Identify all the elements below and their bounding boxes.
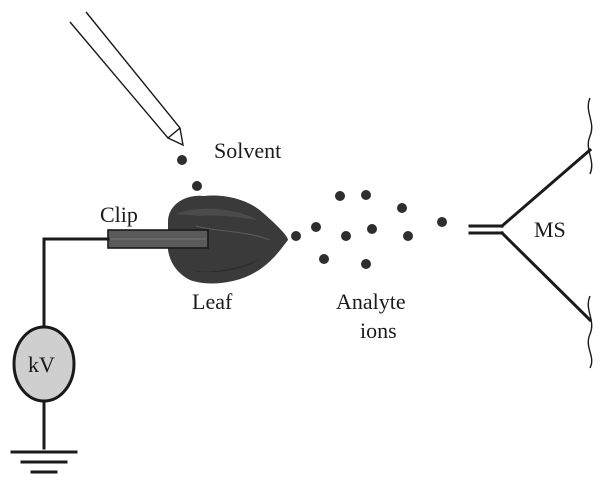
- solvent-pipette: [69, 11, 184, 147]
- solvent-droplet: [192, 181, 202, 191]
- analyte-ion: [397, 203, 407, 213]
- leaf-label: Leaf: [192, 289, 233, 314]
- analyte-ion: [437, 217, 447, 227]
- analyte-ion: [335, 191, 345, 201]
- voltage-label: kV: [28, 352, 55, 377]
- circuit-wire: [42, 237, 110, 450]
- clip: [107, 229, 209, 249]
- ms-label: MS: [534, 217, 566, 242]
- leaf-shape: [167, 195, 288, 284]
- voltage-source: [12, 325, 76, 403]
- analyte-ion: [367, 224, 377, 234]
- analyte-ion: [403, 231, 413, 241]
- analyte-ion: [319, 254, 329, 264]
- analyte-ion: [341, 231, 351, 241]
- analyte-ion: [311, 222, 321, 232]
- analyte-ion: [361, 259, 371, 269]
- analyte-ions: [291, 190, 447, 269]
- solvent-label: Solvent: [214, 138, 281, 163]
- analyte-ion: [291, 231, 301, 241]
- analyte-label: Analyte: [336, 289, 406, 314]
- solvent-droplet: [177, 155, 187, 165]
- ms-inlet: [468, 97, 593, 369]
- analyte-ion: [361, 190, 371, 200]
- ions-label: ions: [360, 318, 397, 343]
- clip-label: Clip: [100, 202, 138, 227]
- ground-icon: [10, 450, 78, 474]
